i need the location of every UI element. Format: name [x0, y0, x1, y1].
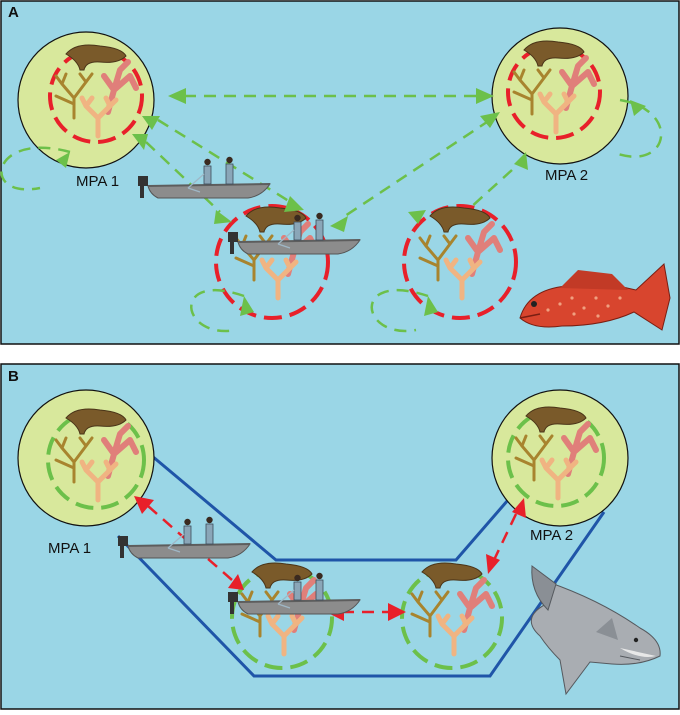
- shark-icon: [530, 565, 661, 696]
- grouper-fish-icon: [519, 263, 671, 331]
- mpa-1-label: MPA 1: [48, 540, 91, 557]
- corridor-reef-left: [230, 563, 334, 670]
- panel-b: B MPA 1 MPA 2: [0, 363, 680, 710]
- mpa-1-reserve: [17, 31, 155, 169]
- panel-a-letter: A: [8, 4, 19, 21]
- mpa-1-reserve: [17, 389, 155, 527]
- mpa-2-label: MPA 2: [545, 167, 588, 184]
- panel-b-letter: B: [8, 368, 19, 385]
- dispersal-arrowheads: [56, 88, 646, 316]
- fished-reef-right: [402, 204, 518, 320]
- panel-a: A MPA 1 MPA 2: [0, 0, 680, 345]
- mpa-1-label: MPA 1: [76, 173, 119, 190]
- mpa-2-reserve: [491, 389, 629, 527]
- fished-reef-left: [214, 204, 330, 320]
- mpa-2-label: MPA 2: [530, 527, 573, 544]
- larval-dispersal-arrows: [0, 94, 663, 333]
- corridor-reef-right: [400, 563, 504, 670]
- larval-dispersal-arrows: [147, 505, 518, 614]
- mpa-2-reserve: [491, 27, 629, 165]
